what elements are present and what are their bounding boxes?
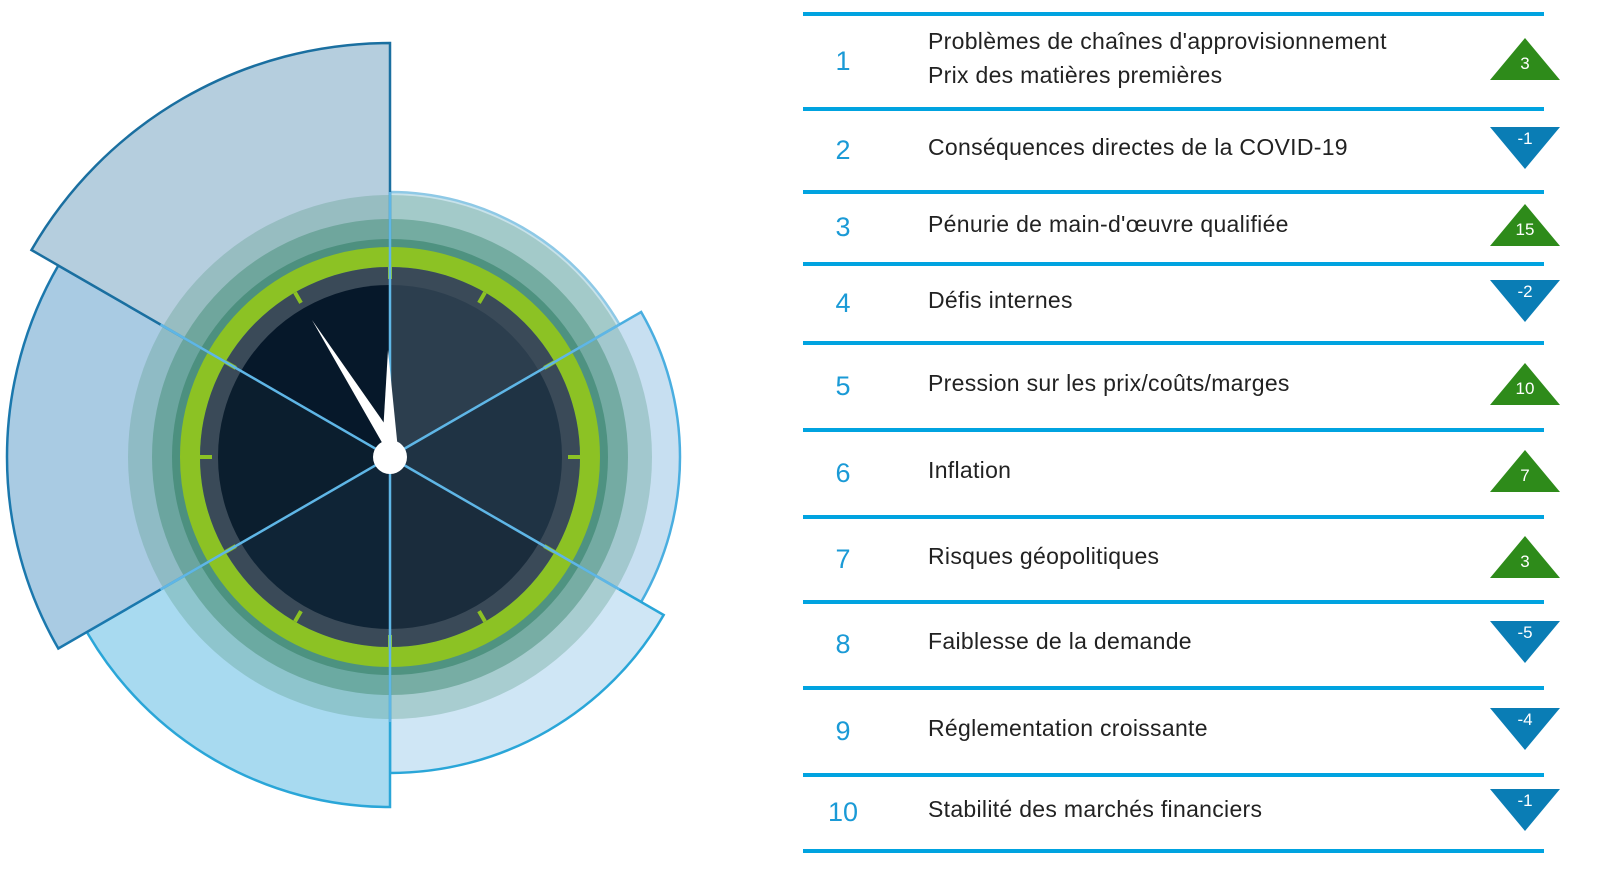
trend-down-icon: -4 — [1490, 707, 1560, 750]
risk-label-line: Inflation — [928, 456, 1012, 483]
risk-label: Réglementation croissante — [928, 711, 1208, 745]
risk-item: 7 Risques géopolitiques 3 — [803, 519, 1563, 600]
trend-change-value: -5 — [1517, 623, 1533, 642]
risk-rank: 6 — [835, 457, 851, 488]
clock-face-sectors — [218, 285, 562, 629]
risk-label-line: Faiblesse de la demande — [928, 628, 1192, 654]
divider-rule — [803, 190, 1544, 194]
trend-up-icon: 10 — [1490, 362, 1560, 405]
risk-item: 8 Faiblesse de la demande -5 — [803, 604, 1563, 686]
risk-item: 2 Conséquences directes de la COVID-19 -1 — [803, 111, 1563, 190]
divider-rule — [803, 428, 1544, 432]
risk-item: 6 Inflation 7 — [803, 432, 1563, 515]
divider-rule — [803, 107, 1544, 111]
spoke-line — [159, 323, 391, 459]
risk-label-line: Risques géopolitiques — [928, 542, 1160, 569]
clock-hand-short — [382, 350, 398, 450]
risk-rank: 1 — [835, 45, 851, 76]
risk-rank: 5 — [835, 370, 851, 401]
trend-up-icon: 15 — [1490, 204, 1560, 246]
spoke-line — [389, 323, 621, 459]
risk-label: Faiblesse de la demande — [928, 624, 1192, 658]
face-sector-5 — [218, 371, 390, 543]
risk-label-line: Problèmes de chaînes d'approvisionnement — [928, 27, 1387, 54]
risk-rank: 2 — [835, 134, 851, 165]
risk-item: 5 Pression sur les prix/coûts/marges 10 — [803, 345, 1563, 428]
risk-label-line: Conséquences directes de la COVID-19 — [928, 133, 1348, 160]
risk-item: 9 Réglementation croissante -4 — [803, 690, 1563, 773]
risk-label-line: Défis internes — [928, 286, 1073, 313]
risk-item: 3 Pénurie de main-d'œuvre qualifiée 15 — [803, 194, 1563, 262]
risk-label: Pénurie de main-d'œuvre qualifiée — [928, 207, 1289, 241]
spoke-line — [389, 455, 621, 591]
trend-up-icon: 3 — [1490, 535, 1560, 578]
risk-label-line: Pénurie de main-d'œuvre qualifiée — [928, 211, 1289, 237]
divider-rule — [803, 515, 1544, 519]
divider-rule — [803, 12, 1544, 16]
trend-change-value: 7 — [1520, 465, 1530, 485]
risk-rank: 10 — [827, 797, 859, 827]
risk-rank: 9 — [835, 715, 851, 746]
risk-label: Défis internes — [928, 283, 1073, 317]
risk-rank: 3 — [835, 212, 851, 242]
risk-label: Problèmes de chaînes d'approvisionnement… — [928, 24, 1387, 92]
tick-mark — [293, 610, 303, 623]
trend-up-icon: 3 — [1490, 37, 1560, 80]
risk-label-line: Pression sur les prix/coûts/marges — [928, 369, 1290, 396]
clock-center-dot — [373, 440, 407, 474]
divider-rule — [803, 600, 1544, 604]
trend-down-icon: -5 — [1490, 621, 1560, 663]
face-sector-2 — [390, 371, 562, 543]
risk-label-line: Stabilité des marchés financiers — [928, 796, 1263, 822]
trend-change-value: 15 — [1515, 220, 1535, 239]
tick-mark — [293, 291, 303, 304]
tick-mark — [477, 291, 487, 304]
divider-rule — [803, 849, 1544, 853]
spoke-line — [159, 455, 391, 591]
face-sector-4 — [241, 457, 390, 629]
risk-label: Stabilité des marchés financiers — [928, 792, 1262, 826]
risk-label: Inflation — [928, 453, 1011, 487]
divider-rule — [803, 773, 1544, 777]
divider-rule — [803, 341, 1544, 345]
trend-change-value: -4 — [1517, 709, 1533, 729]
trend-down-icon: -2 — [1490, 279, 1560, 322]
risk-clock-diagram — [5, 41, 682, 809]
face-sector-1 — [390, 285, 539, 457]
risk-label-line: Prix des matières premières — [928, 61, 1223, 88]
risk-label: Conséquences directes de la COVID-19 — [928, 130, 1348, 164]
tick-mark — [477, 610, 487, 623]
trend-change-value: -1 — [1517, 128, 1533, 148]
divider-rule — [803, 262, 1544, 266]
trend-change-value: 3 — [1520, 551, 1530, 571]
trend-down-icon: -1 — [1490, 126, 1560, 169]
risk-label: Pression sur les prix/coûts/marges — [928, 366, 1290, 400]
risk-item: 1 Problèmes de chaînes d'approvisionnemen… — [803, 16, 1563, 107]
risk-item: 10 Stabilité des marchés financiers -1 — [803, 777, 1563, 849]
trend-change-value: -1 — [1517, 791, 1533, 810]
trend-change-value: -2 — [1517, 281, 1533, 301]
risk-rank: 8 — [835, 629, 851, 659]
risk-label-line: Réglementation croissante — [928, 714, 1208, 741]
risk-rank: 7 — [835, 543, 851, 574]
divider-rule — [803, 686, 1544, 690]
trend-change-value: 10 — [1515, 378, 1535, 398]
face-sector-6 — [241, 285, 390, 457]
trend-down-icon: -1 — [1490, 789, 1560, 831]
clock-hand-long — [312, 320, 396, 446]
risk-label: Risques géopolitiques — [928, 539, 1159, 573]
risk-rank: 4 — [835, 287, 851, 318]
risk-item: 4 Défis internes -2 — [803, 266, 1563, 341]
trend-change-value: 3 — [1520, 53, 1530, 73]
trend-up-icon: 7 — [1490, 449, 1560, 492]
face-sector-3 — [390, 457, 539, 629]
